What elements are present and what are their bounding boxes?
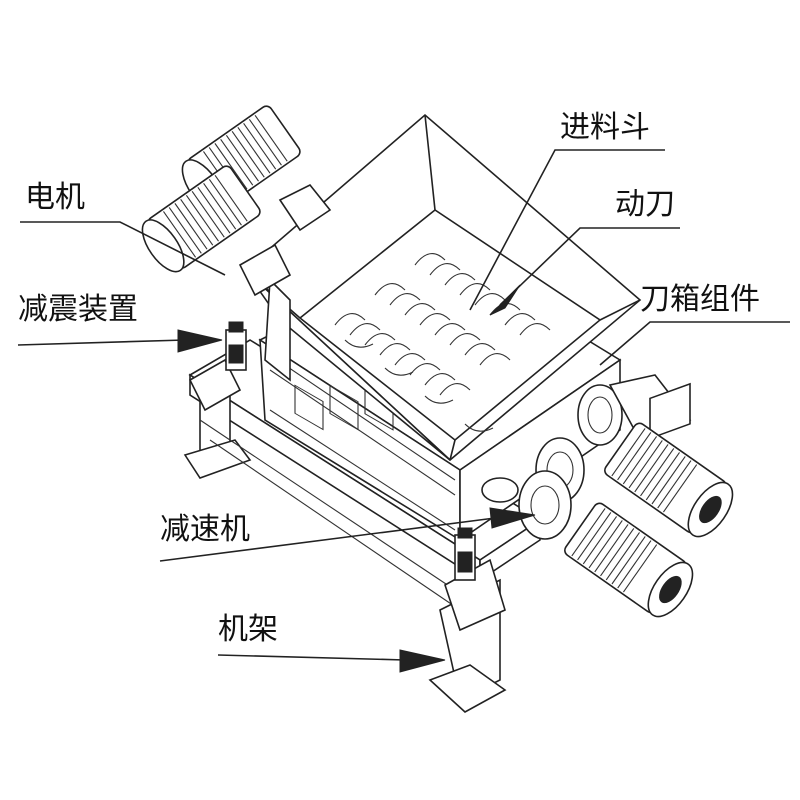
label-damper: 减震装置 [18,292,138,327]
damper-right [454,527,476,581]
label-reducer: 减速机 [160,512,250,547]
leader-reducer [159,517,496,562]
motor-bottom-right [564,422,734,618]
leader-motor [20,221,226,276]
leader-damper [17,339,186,346]
leader-lines [17,149,790,673]
label-hopper: 进料斗 [560,110,650,145]
reducer-assembly [481,374,692,540]
moving-blades [334,253,551,432]
leader-moving-blade [499,227,680,306]
hopper [243,113,642,462]
label-motor: 电机 [25,180,85,215]
motor-top-left [141,105,332,297]
leader-frame [217,654,406,661]
label-frame: 机架 [218,612,278,647]
leader-blade-box [599,321,790,366]
leader-hopper [469,149,665,311]
label-moving-blade: 动刀 [615,187,675,222]
damper-left [225,321,247,371]
label-blade-box: 刀箱组件 [640,282,760,317]
